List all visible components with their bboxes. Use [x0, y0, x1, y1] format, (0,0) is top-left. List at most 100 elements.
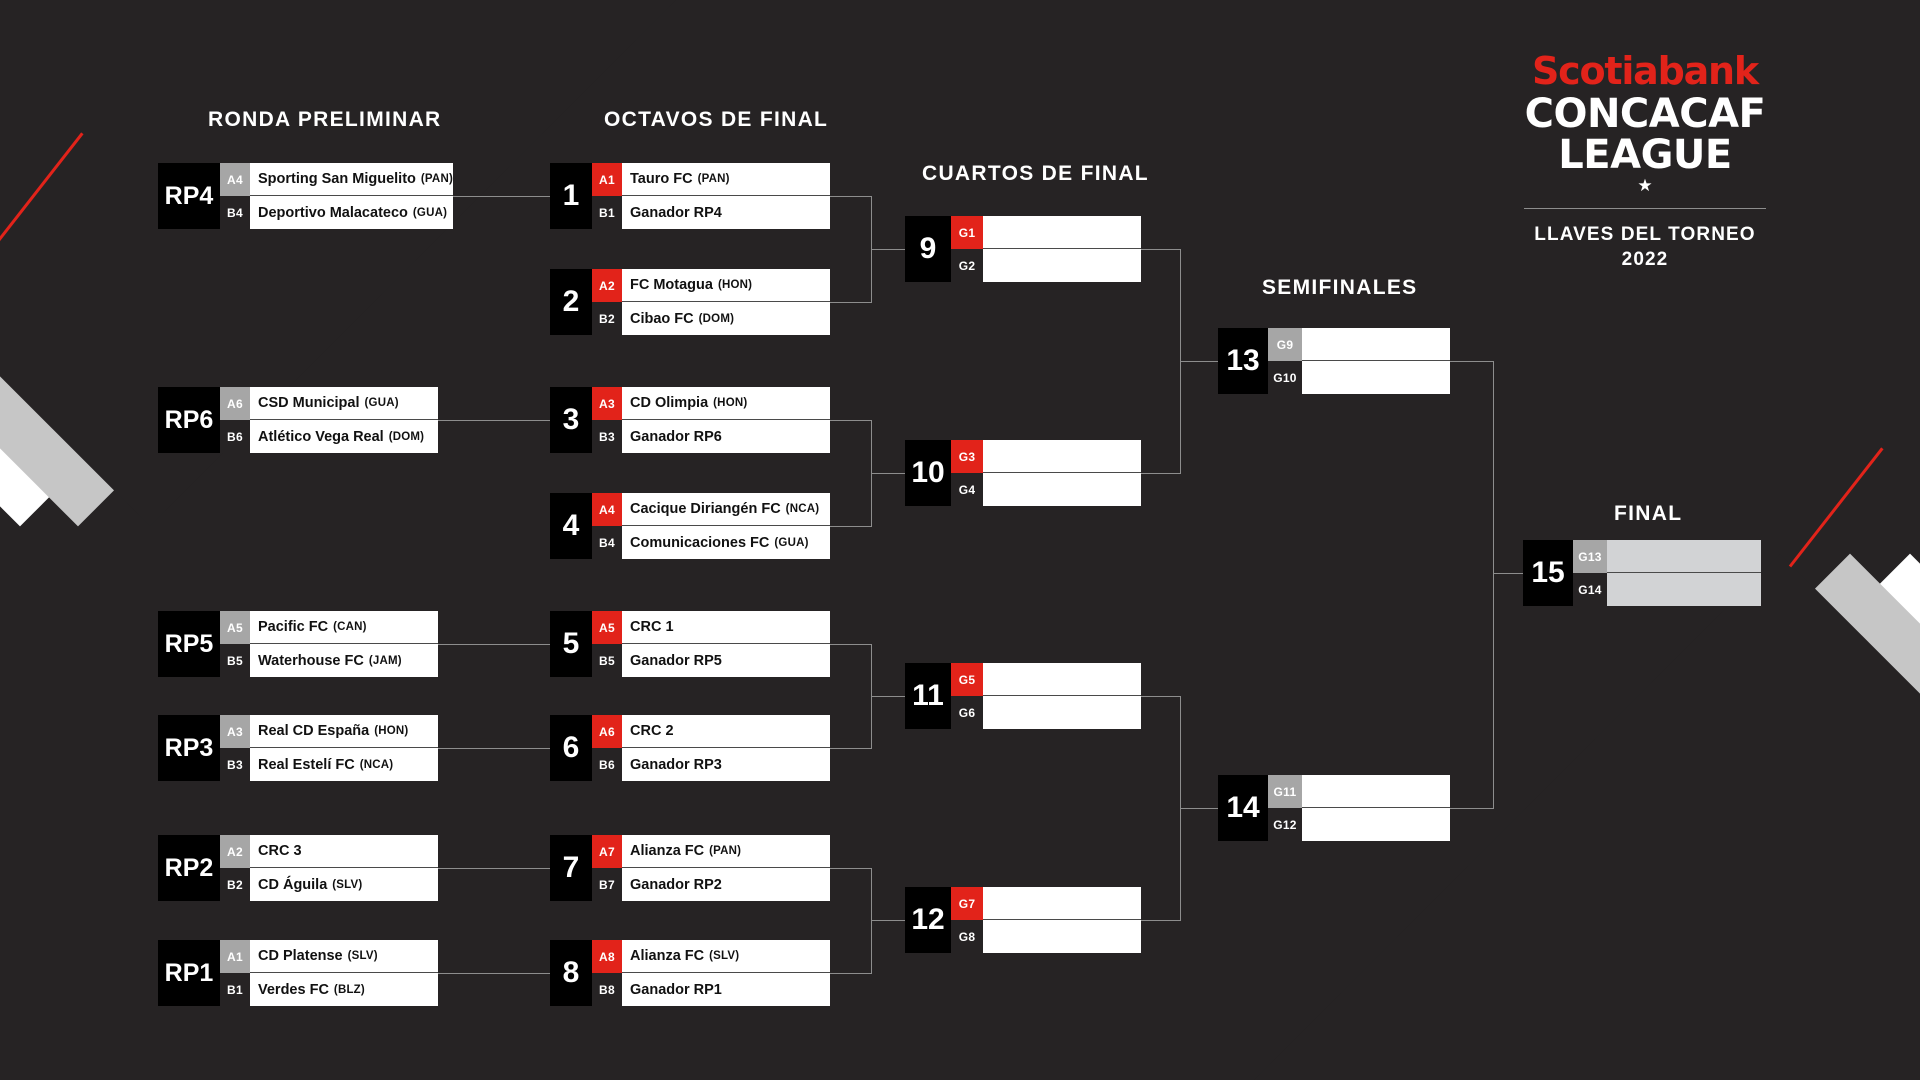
slot-bottom[interactable]: G4 [951, 473, 1141, 506]
slot-top[interactable]: A2 CRC 3 [220, 835, 438, 868]
slot-bottom[interactable]: B1 Ganador RP4 [592, 196, 830, 229]
slot-bottom[interactable]: G14 [1573, 573, 1761, 606]
slot-bottom[interactable]: G10 [1268, 361, 1450, 394]
match-5[interactable]: 5 A5 CRC 1 B5 Ganador RP5 [550, 611, 830, 677]
seed-badge: B5 [592, 644, 622, 677]
slot-bottom[interactable]: B4 Comunicaciones FC (GUA) [592, 526, 830, 559]
team-name-cell: Pacific FC (CAN) [250, 611, 438, 644]
match-code-11: 11 [905, 663, 951, 729]
match-slots: A2 CRC 3 B2 CD Águila (SLV) [220, 835, 438, 901]
match-rp5[interactable]: RP5 A5 Pacific FC (CAN) B5 Waterhouse FC… [158, 611, 438, 677]
slot-top[interactable]: A7 Alianza FC (PAN) [592, 835, 830, 868]
slot-top[interactable]: G1 [951, 216, 1141, 249]
connector-final-in [1493, 573, 1523, 574]
slot-top[interactable]: A6 CSD Municipal (GUA) [220, 387, 438, 420]
match-slots: A8 Alianza FC (SLV) B8 Ganador RP1 [592, 940, 830, 1006]
slot-top[interactable]: G5 [951, 663, 1141, 696]
header-final: FINAL [1614, 502, 1683, 525]
seed-badge: G8 [951, 920, 983, 953]
slot-bottom[interactable]: B2 CD Águila (SLV) [220, 868, 438, 901]
slot-top[interactable]: A8 Alianza FC (SLV) [592, 940, 830, 973]
slot-bottom[interactable]: G12 [1268, 808, 1450, 841]
team-country: (PAN) [709, 845, 742, 857]
match-rp6[interactable]: RP6 A6 CSD Municipal (GUA) B6 Atlético V… [158, 387, 438, 453]
slot-bottom[interactable]: G2 [951, 249, 1141, 282]
team-name-cell [1607, 573, 1761, 606]
match-rp3[interactable]: RP3 A3 Real CD España (HON) B3 Real Este… [158, 715, 438, 781]
slot-top[interactable]: A2 FC Motagua (HON) [592, 269, 830, 302]
slot-top[interactable]: A1 Tauro FC (PAN) [592, 163, 830, 196]
slot-top[interactable]: A4 Cacique Diriangén FC (NCA) [592, 493, 830, 526]
match-2[interactable]: 2 A2 FC Motagua (HON) B2 Cibao FC (DOM) [550, 269, 830, 335]
slot-bottom[interactable]: B6 Atlético Vega Real (DOM) [220, 420, 438, 453]
logo-divider [1524, 207, 1766, 209]
slot-top[interactable]: G9 [1268, 328, 1450, 361]
match-12[interactable]: 12 G7 G8 [905, 887, 1141, 953]
match-slots: G7 G8 [951, 887, 1141, 953]
header-ronda-preliminar: RONDA PRELIMINAR [208, 108, 442, 131]
match-rp2[interactable]: RP2 A2 CRC 3 B2 CD Águila (SLV) [158, 835, 438, 901]
seed-badge: B4 [592, 526, 622, 559]
team-name-cell: Ganador RP2 [622, 868, 830, 901]
slot-bottom[interactable]: B1 Verdes FC (BLZ) [220, 973, 438, 1006]
seed-badge: A6 [592, 715, 622, 748]
match-15[interactable]: 15 G13 G14 [1523, 540, 1761, 606]
match-9[interactable]: 9 G1 G2 [905, 216, 1141, 282]
team-name: Comunicaciones FC [630, 534, 770, 551]
slot-top[interactable]: A3 Real CD España (HON) [220, 715, 438, 748]
team-name-cell [1607, 540, 1761, 573]
slot-bottom[interactable]: B6 Ganador RP3 [592, 748, 830, 781]
team-name-cell: Alianza FC (PAN) [622, 835, 830, 868]
team-name-cell: Ganador RP3 [622, 748, 830, 781]
match-slots: G1 G2 [951, 216, 1141, 282]
slot-bottom[interactable]: B5 Ganador RP5 [592, 644, 830, 677]
team-name: Deportivo Malacateco [258, 204, 408, 221]
connector-m7-out [830, 868, 872, 869]
match-7[interactable]: 7 A7 Alianza FC (PAN) B7 Ganador RP2 [550, 835, 830, 901]
seed-badge: B4 [220, 196, 250, 229]
slot-bottom[interactable]: G8 [951, 920, 1141, 953]
slot-top[interactable]: A5 CRC 1 [592, 611, 830, 644]
slot-top[interactable]: G7 [951, 887, 1141, 920]
match-slots: A2 FC Motagua (HON) B2 Cibao FC (DOM) [592, 269, 830, 335]
match-rp4[interactable]: RP4 A4 Sporting San Miguelito (PAN) B4 D… [158, 163, 453, 229]
slot-top[interactable]: A4 Sporting San Miguelito (PAN) [220, 163, 453, 196]
slot-top[interactable]: A5 Pacific FC (CAN) [220, 611, 438, 644]
match-6[interactable]: 6 A6 CRC 2 B6 Ganador RP3 [550, 715, 830, 781]
slot-top[interactable]: A1 CD Platense (SLV) [220, 940, 438, 973]
slot-top[interactable]: G3 [951, 440, 1141, 473]
match-10[interactable]: 10 G3 G4 [905, 440, 1141, 506]
slot-bottom[interactable]: B8 Ganador RP1 [592, 973, 830, 1006]
slot-bottom[interactable]: B2 Cibao FC (DOM) [592, 302, 830, 335]
slot-bottom[interactable]: B5 Waterhouse FC (JAM) [220, 644, 438, 677]
slot-bottom[interactable]: B4 Deportivo Malacateco (GUA) [220, 196, 453, 229]
seed-badge: G13 [1573, 540, 1607, 573]
slot-top[interactable]: A6 CRC 2 [592, 715, 830, 748]
team-country: (GUA) [364, 397, 399, 409]
match-rp1[interactable]: RP1 A1 CD Platense (SLV) B1 Verdes FC (B… [158, 940, 438, 1006]
match-8[interactable]: 8 A8 Alianza FC (SLV) B8 Ganador RP1 [550, 940, 830, 1006]
slot-bottom[interactable]: B3 Ganador RP6 [592, 420, 830, 453]
connector-m5-out [830, 644, 872, 645]
match-1[interactable]: 1 A1 Tauro FC (PAN) B1 Ganador RP4 [550, 163, 830, 229]
connector-qf9-out [1141, 249, 1181, 250]
match-code-14: 14 [1218, 775, 1268, 841]
team-country: (HON) [713, 397, 748, 409]
slot-bottom[interactable]: B3 Real Estelí FC (NCA) [220, 748, 438, 781]
match-3[interactable]: 3 A3 CD Olimpia (HON) B3 Ganador RP6 [550, 387, 830, 453]
match-11[interactable]: 11 G5 G6 [905, 663, 1141, 729]
slot-bottom[interactable]: B7 Ganador RP2 [592, 868, 830, 901]
connector-m6-out [830, 748, 872, 749]
connector-rp4-to-m1 [438, 196, 558, 197]
seed-badge: A6 [220, 387, 250, 420]
slot-top[interactable]: G11 [1268, 775, 1450, 808]
match-13[interactable]: 13 G9 G10 [1218, 328, 1450, 394]
match-14[interactable]: 14 G11 G12 [1218, 775, 1450, 841]
seed-badge: G1 [951, 216, 983, 249]
slot-bottom[interactable]: G6 [951, 696, 1141, 729]
slot-top[interactable]: G13 [1573, 540, 1761, 573]
slot-top[interactable]: A3 CD Olimpia (HON) [592, 387, 830, 420]
team-name-cell [983, 920, 1141, 953]
match-4[interactable]: 4 A4 Cacique Diriangén FC (NCA) B4 Comun… [550, 493, 830, 559]
connector-rp6-to-m3 [438, 420, 558, 421]
